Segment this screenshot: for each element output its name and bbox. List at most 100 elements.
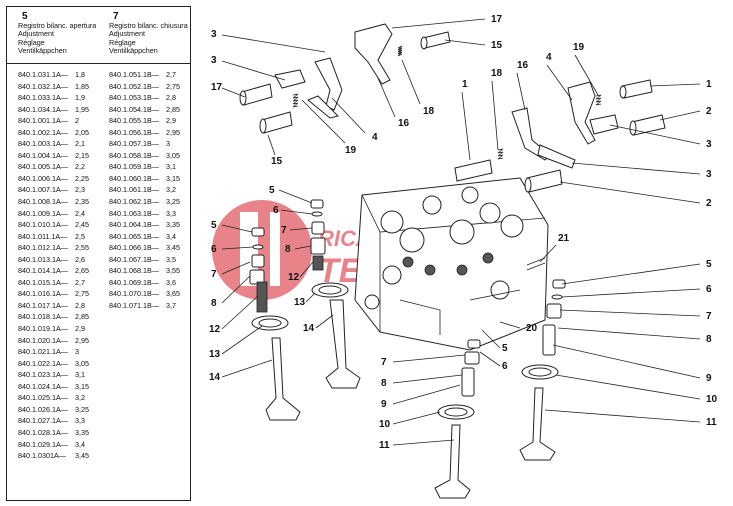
cylinder-head xyxy=(354,177,549,351)
callout-label: 12 xyxy=(288,272,300,283)
col5-value: 2,45 xyxy=(75,220,89,230)
col7-value: 3,55 xyxy=(166,266,180,276)
col5-code: 840.1.022.1A— xyxy=(18,358,68,368)
callout-label: 14 xyxy=(209,372,221,383)
col5-value: 1,8 xyxy=(75,70,85,79)
col7-row: 840.1.055.1B— 2,9 xyxy=(109,115,180,127)
col7-row: 840.1.054.1B— 2,85 xyxy=(109,104,180,116)
col7-row: 840.1.068.1B—3,55 xyxy=(109,265,180,277)
col5-value: 3,1 xyxy=(75,370,85,380)
col7-number: 7 xyxy=(113,11,119,22)
col5-code: 840.1.007.1A— xyxy=(18,185,68,195)
col5-row: 840.1.024.1A—3,15 xyxy=(18,381,89,393)
callout-label: 9 xyxy=(706,373,712,384)
col7-row: 840.1.067.1B—3,5 xyxy=(109,254,180,266)
callout-label: 18 xyxy=(491,68,503,79)
col7-code: 840.1.055.1B— xyxy=(109,116,159,126)
col7-title-de: Ventilkäppchen xyxy=(109,45,158,55)
callout-label: 7 xyxy=(381,357,387,368)
col7-row: 840.1.066.1B—3,45 xyxy=(109,242,180,254)
callout-label: 15 xyxy=(491,40,503,51)
col5-value: 2,85 xyxy=(75,312,89,322)
col5-row: 840.1.015.1A— 2,7 xyxy=(18,277,89,289)
col5-row: 840.1.033.1A—1,9 xyxy=(18,92,89,104)
col5-row: 840.1.029.1A—3,4 xyxy=(18,439,89,451)
col5-row: 840.1.017.1A—2,8 xyxy=(18,300,89,312)
col7-row: 840.1.052.1B—2,75 xyxy=(109,81,180,93)
col5-title-fr: Réglage xyxy=(18,37,45,47)
col5-value: 3,45 xyxy=(75,451,89,461)
col7-code: 840.1.054.1B— xyxy=(109,104,159,114)
callout-label: 15 xyxy=(271,156,283,167)
col5-code: 840.1.015.1A— xyxy=(18,277,68,287)
col7-title-it: Registro bilanc. chiusura xyxy=(109,21,188,31)
col7-row: 840.1.061.1B—3,2 xyxy=(109,184,180,196)
callout-label: 17 xyxy=(491,14,503,25)
col5-row: 840.1.027.1A—3,3 xyxy=(18,415,89,427)
col5-title-en: Adjustment xyxy=(18,29,54,39)
col5-row: 840.1.018.1A— 2,85 xyxy=(18,311,89,323)
col5-code: 840.1.026.1A— xyxy=(18,404,68,414)
col5-value: 2,95 xyxy=(75,335,89,345)
col7-value: 2,9 xyxy=(166,116,176,126)
valve-train-right xyxy=(434,257,566,499)
col5-code: 840.1.005.1A— xyxy=(18,162,68,172)
col7-row: 840.1.069.1B—3,6 xyxy=(109,277,180,289)
col5-row: 840.1.013.1A—2,6 xyxy=(18,254,89,266)
col5-value: 3,15 xyxy=(75,381,89,391)
col5-row: 840.1.010.1A—2,45 xyxy=(18,219,89,231)
col7-row: 840.1.060.1B—3,15 xyxy=(109,173,180,185)
callout-label: 2 xyxy=(706,106,712,117)
col5-value: 2,4 xyxy=(75,208,85,218)
col5-value: 2,7 xyxy=(75,277,85,287)
col7-value: 3,3 xyxy=(166,208,176,218)
col5-code: 840.1.008.1A— xyxy=(18,197,68,207)
col7-code: 840.1.071.1B— xyxy=(109,300,159,310)
col5-row: 840.1.011.1A—2,5 xyxy=(18,231,89,243)
col7-row: 840.1.051.1B—2,7 xyxy=(109,69,180,81)
col5-row: 840.1.012.1A—2,55 xyxy=(18,242,89,254)
col5-row: 840.1.014.1A—2,65 xyxy=(18,265,89,277)
col5-value: 2,15 xyxy=(75,150,89,160)
col5-code: 840.1.012.1A— xyxy=(18,243,68,253)
col7-value: 3,15 xyxy=(166,173,180,183)
col5-code: 840.1.016.1A— xyxy=(18,289,68,299)
col5-code: 840.1.004.1A— xyxy=(18,150,68,160)
col7-value: 2,95 xyxy=(166,127,180,137)
col7-row: 840.1.065.1B—3,4 xyxy=(109,231,180,243)
callout-label: 2 xyxy=(706,198,712,209)
col5-value: 2,25 xyxy=(75,173,89,183)
callout-label: 10 xyxy=(379,419,391,430)
col7-row: 840.1.070.1B—3,65 xyxy=(109,288,180,300)
col5-value: 3,35 xyxy=(75,427,89,437)
callout-label: 6 xyxy=(706,284,712,295)
col7-row: 840.1.059.1B—3,1 xyxy=(109,161,180,173)
col5-code: 840.1.019.1A— xyxy=(18,324,68,334)
col7-title-en: Adjustment xyxy=(109,29,145,39)
col5-number: 5 xyxy=(22,11,28,22)
callout-label: 7 xyxy=(211,269,217,280)
col5-title-de: Ventilkäppchen xyxy=(18,45,67,55)
col7-row: 840.1.057.1B—3 xyxy=(109,138,180,150)
col7-value: 2,75 xyxy=(166,81,180,91)
col5-value: 2,05 xyxy=(75,127,89,137)
callout-label: 19 xyxy=(573,42,585,53)
col5-value: 2,35 xyxy=(75,197,89,207)
col5-code: 840.1.031.1A— xyxy=(18,70,68,79)
col5-code: 840.1.018.1A— xyxy=(18,312,68,322)
col5-code: 840.1.028.1A— xyxy=(18,427,68,437)
callout-label: 4 xyxy=(546,52,552,63)
callout-label: 5 xyxy=(706,259,712,270)
col5-row: 840.1.025.1A—3,2 xyxy=(18,392,89,404)
col5-code: 840.1.023.1A— xyxy=(18,370,68,380)
callout-label: 16 xyxy=(398,118,410,129)
col7-code: 840.1.053.1B— xyxy=(109,93,159,103)
callout-label: 19 xyxy=(345,145,357,156)
col5-value: 2,65 xyxy=(75,266,89,276)
col7-value: 2,85 xyxy=(166,104,180,114)
col5-code: 840.1.034.1A— xyxy=(18,104,68,114)
callout-label: 8 xyxy=(285,244,291,255)
col7-value: 3,25 xyxy=(166,197,180,207)
callout-label: 3 xyxy=(211,55,217,66)
